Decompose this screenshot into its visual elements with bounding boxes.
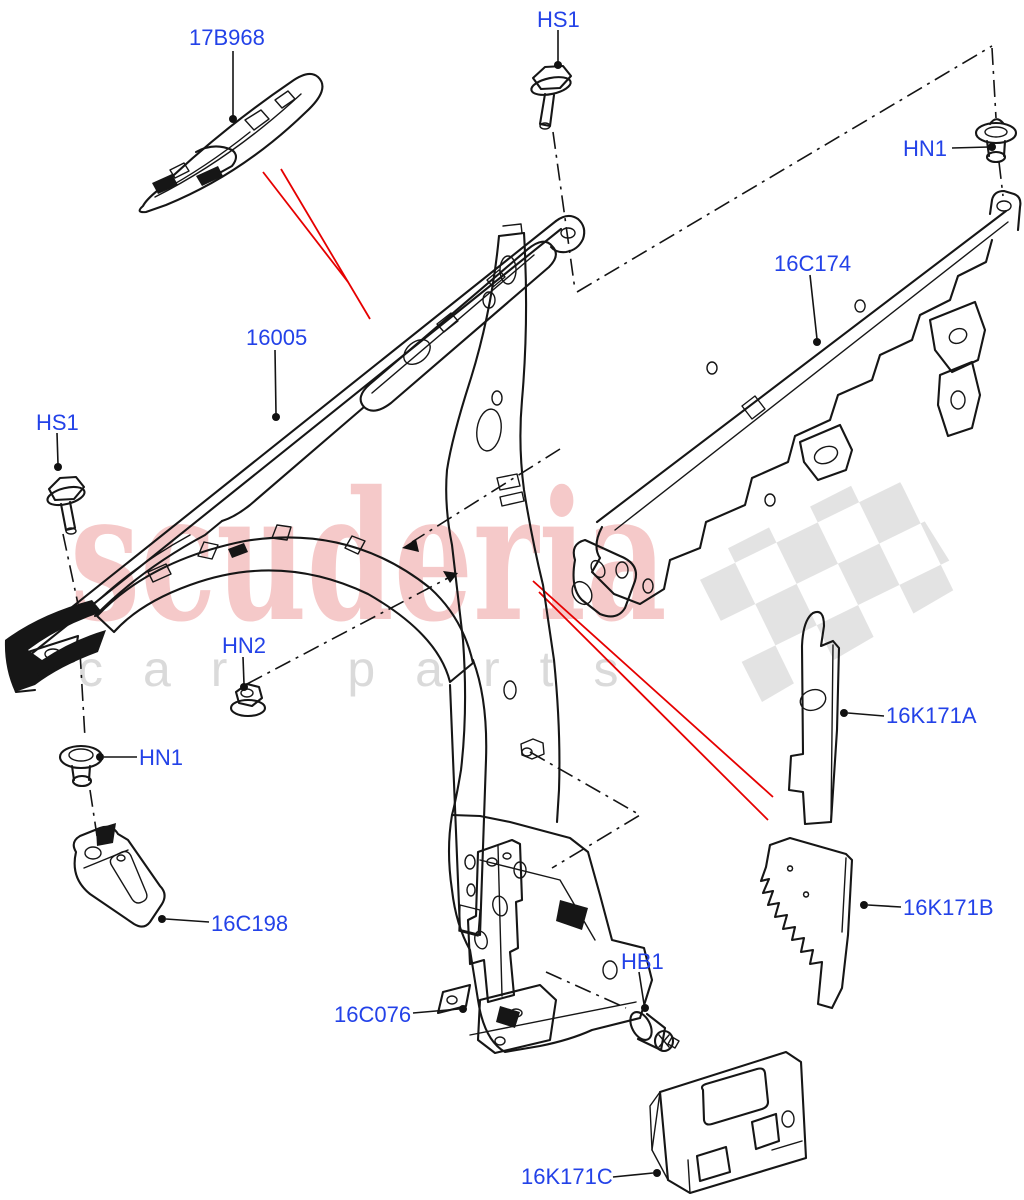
- leader-lines: [54, 30, 996, 1178]
- bracket-16C076-drawing: [436, 838, 558, 1055]
- part-label-hn1-right: HN1: [903, 136, 948, 161]
- insulator-16K171B-drawing: [759, 836, 854, 1010]
- insulator-16K171A-drawing: [787, 610, 841, 826]
- part-label-16005: 16005: [246, 325, 308, 350]
- watermark-tagline-text: car parts: [78, 641, 659, 697]
- part-label-17b968: 17B968: [189, 25, 265, 50]
- part-label-16c198: 16C198: [211, 911, 289, 936]
- bolt-HS1-left-drawing: [46, 475, 86, 535]
- arrow-icon: [402, 539, 419, 552]
- part-label-16c076: 16C076: [334, 1002, 412, 1027]
- arrow-icon: [443, 571, 458, 583]
- part-label-hs1-left: HS1: [36, 410, 79, 435]
- vent-grille-17B968-drawing: [138, 72, 324, 214]
- a-pillar-structure-drawing: [445, 223, 654, 1054]
- apron-panel-16C174-drawing: [590, 189, 1022, 606]
- part-label-16c174: 16C174: [774, 251, 852, 276]
- nut-HN1-right-drawing: [974, 118, 1018, 164]
- part-label-16k171c: 16K171C: [521, 1164, 613, 1189]
- red-locator-lines: [262, 168, 774, 821]
- assembly-dash-lines: [62, 45, 1004, 1009]
- bolt-HB1-drawing: [629, 1011, 680, 1053]
- part-label-16k171b: 16K171B: [903, 895, 994, 920]
- part-label-hb1: HB1: [621, 949, 664, 974]
- part-label-hn1-left: HN1: [139, 745, 184, 770]
- fender-16005-drawing: [4, 214, 586, 937]
- nut-HN1-left-drawing: [58, 744, 104, 788]
- part-label-hs1-top: HS1: [537, 7, 580, 32]
- nut-HN2-drawing: [229, 682, 267, 718]
- part-label-16k171a: 16K171A: [886, 703, 977, 728]
- bracket-16C198-drawing: [72, 823, 166, 928]
- part-label-hn2: HN2: [222, 633, 267, 658]
- checkered-flag-watermark: [693, 466, 964, 702]
- bolt-HS1-top-drawing: [530, 64, 573, 130]
- insulator-16K171C-drawing: [649, 1050, 808, 1195]
